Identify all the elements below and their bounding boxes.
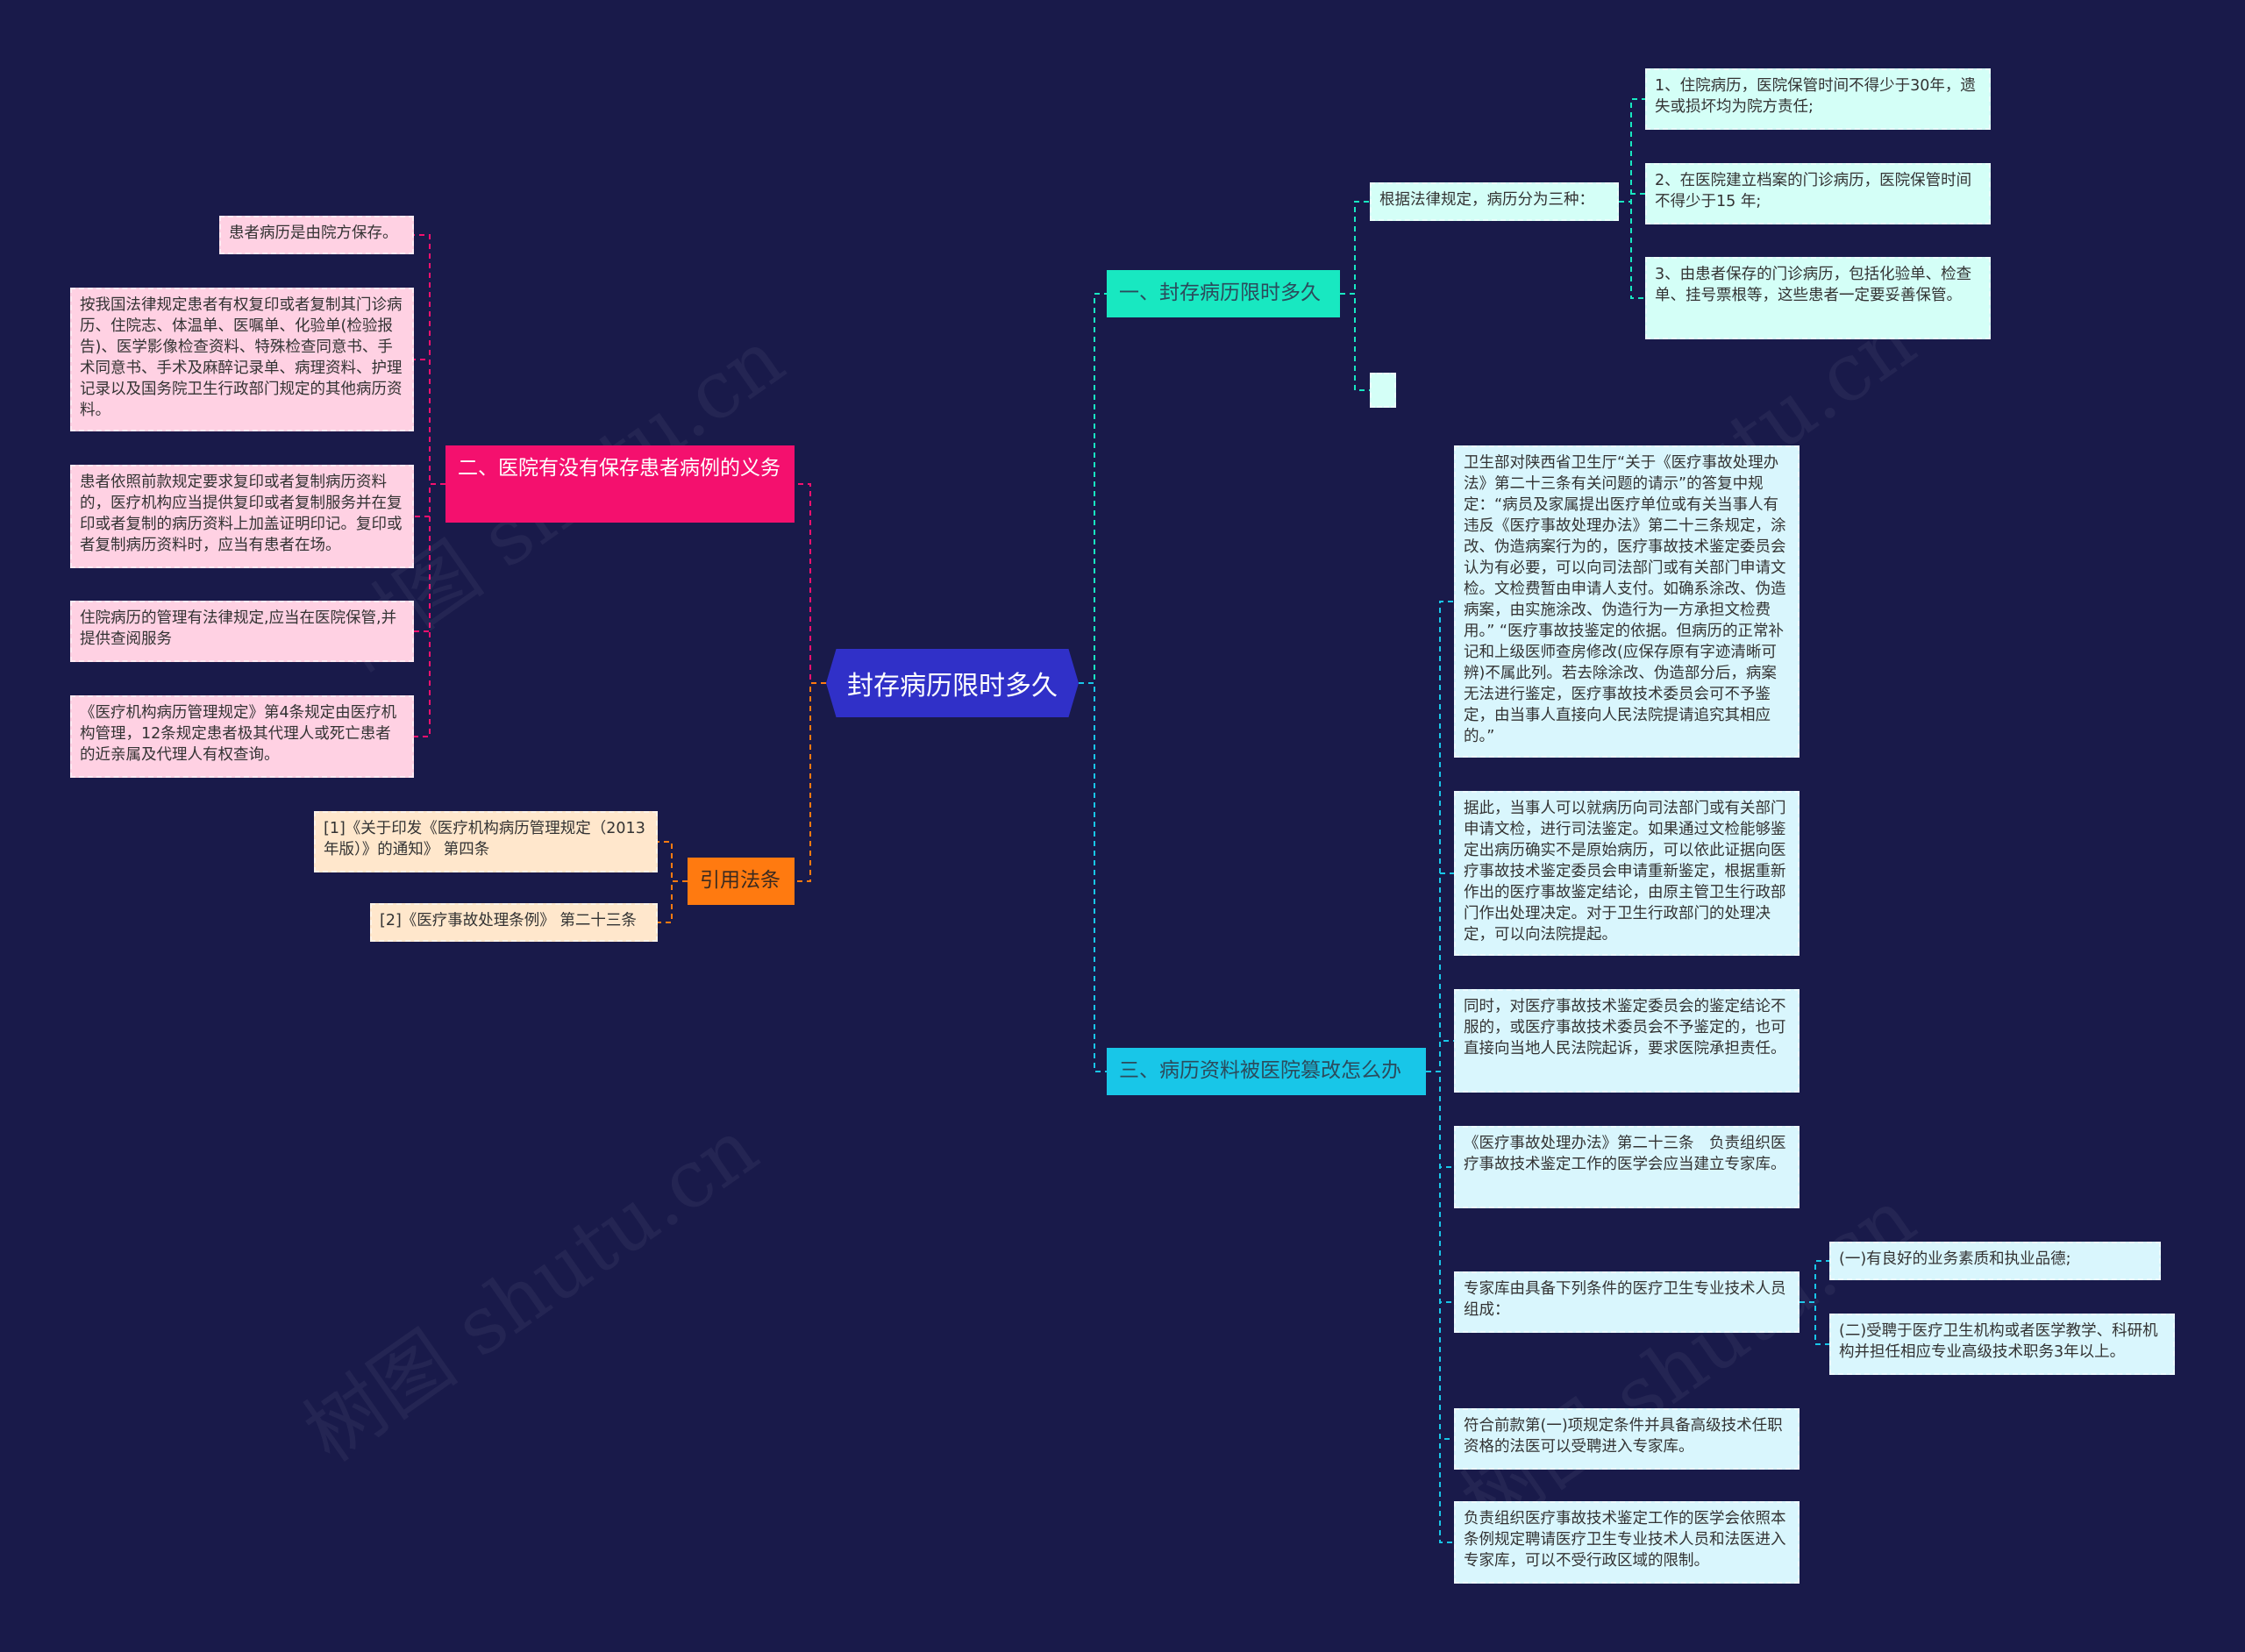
connector [1079, 682, 1107, 1072]
connector [1426, 1040, 1454, 1072]
connector [1079, 293, 1107, 684]
connector [658, 841, 688, 882]
branch-2-topic[interactable]: 二、医院有没有保存患者病例的义务 [445, 445, 795, 523]
branch-4-topic[interactable]: 引用法条 [688, 858, 795, 905]
connector [658, 880, 688, 923]
connector [414, 483, 445, 737]
connector [1800, 1260, 1829, 1303]
branch-1-item-3[interactable]: 3、由患者保存的门诊病历，包括化验单、检查单、挂号票根等，这些患者一定要妥善保管… [1645, 257, 1991, 339]
connector [1340, 201, 1370, 295]
connector [1619, 193, 1645, 203]
connector [1800, 1301, 1829, 1345]
branch-1-subtopic[interactable]: 根据法律规定，病历分为三种： [1370, 182, 1619, 221]
branch-3-item-3[interactable]: 同时，对医疗事故技术鉴定委员会的鉴定结论不服的，或医疗事故技术委员会不予鉴定的，… [1454, 989, 1800, 1093]
citation-1[interactable]: [1]《关于印发《医疗机构病历管理规定（2013年版）》的通知》 第四条 [314, 811, 658, 872]
branch-3-item-7[interactable]: 负责组织医疗事故技术鉴定工作的医学会依照本条例规定聘请医疗卫生专业技术人员和法医… [1454, 1501, 1800, 1584]
citation-2[interactable]: [2]《医疗事故处理条例》 第二十三条 [370, 903, 658, 942]
branch-1-empty-node[interactable] [1370, 373, 1396, 408]
connector [414, 359, 445, 485]
branch-3-item-4[interactable]: 《医疗事故处理办法》第二十三条 负责组织医疗事故技术鉴定工作的医学会应当建立专家… [1454, 1126, 1800, 1208]
branch-1-item-2[interactable]: 2、在医院建立档案的门诊病历，医院保管时间不得少于15 年; [1645, 163, 1991, 224]
branch-3-item-1[interactable]: 卫生部对陕西省卫生厅“关于《医疗事故处理办法》第二十三条有关问题的请示”的答复中… [1454, 445, 1800, 758]
branch-3-item-2[interactable]: 据此，当事人可以就病历向司法部门或有关部门申请文检，进行司法鉴定。如果通过文检能… [1454, 791, 1800, 956]
branch-3-subitem-1[interactable]: (一)有良好的业务素质和执业品德; [1829, 1242, 2161, 1280]
branch-3-item-5[interactable]: 专家库由具备下列条件的医疗卫生专业技术人员组成： [1454, 1271, 1800, 1333]
root-topic[interactable]: 封存病历限时多久 [826, 649, 1079, 717]
branch-3-subitem-2[interactable]: (二)受聘于医疗卫生机构或者医学教学、科研机构并担任相应专业高级技术职务3年以上… [1829, 1314, 2175, 1375]
connector [1340, 293, 1370, 391]
connector [1426, 601, 1454, 1072]
connector [1426, 1071, 1454, 1543]
branch-2-item-5[interactable]: 《医疗机构病历管理规定》第4条规定由医疗机构管理，12条规定患者极其代理人或死亡… [70, 695, 414, 778]
branch-3-topic[interactable]: 三、病历资料被医院篡改怎么办 [1107, 1048, 1426, 1095]
branch-2-item-2[interactable]: 按我国法律规定患者有权复印或者复制其门诊病历、住院志、体温单、医嘱单、化验单(检… [70, 288, 414, 431]
connector [1619, 201, 1645, 299]
branch-1-item-1[interactable]: 1、住院病历，医院保管时间不得少于30年，遗失或损坏均为院方责任; [1645, 68, 1991, 130]
branch-1-topic[interactable]: 一、封存病历限时多久 [1107, 270, 1340, 317]
branch-3-item-6[interactable]: 符合前款第(一)项规定条件并具备高级技术任职资格的法医可以受聘进入专家库。 [1454, 1408, 1800, 1470]
connector [795, 682, 826, 882]
connector [1619, 98, 1645, 203]
branch-2-item-3[interactable]: 患者依照前款规定要求复印或者复制病历资料的，医疗机构应当提供复印或者复制服务并在… [70, 465, 414, 568]
branch-2-item-1[interactable]: 患者病历是由院方保存。 [219, 216, 414, 254]
connector [795, 483, 826, 684]
branch-2-item-4[interactable]: 住院病历的管理有法律规定,应当在医院保管,并提供查阅服务 [70, 601, 414, 662]
